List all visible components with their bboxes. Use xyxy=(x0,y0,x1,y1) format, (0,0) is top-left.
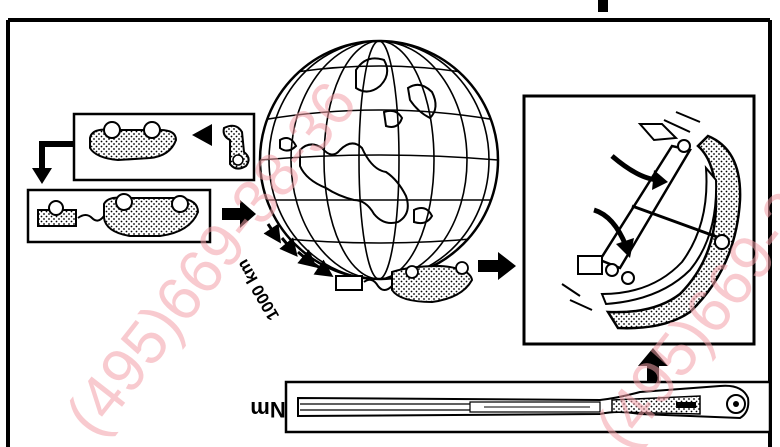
tire-check-box-lower xyxy=(28,190,210,242)
tire-check-box-upper xyxy=(74,114,254,180)
arrow-right-icon-2 xyxy=(478,252,516,280)
arrow-down-icon xyxy=(32,144,74,184)
torque-wrench-box xyxy=(286,382,770,432)
unit-label: Nm xyxy=(250,397,285,422)
